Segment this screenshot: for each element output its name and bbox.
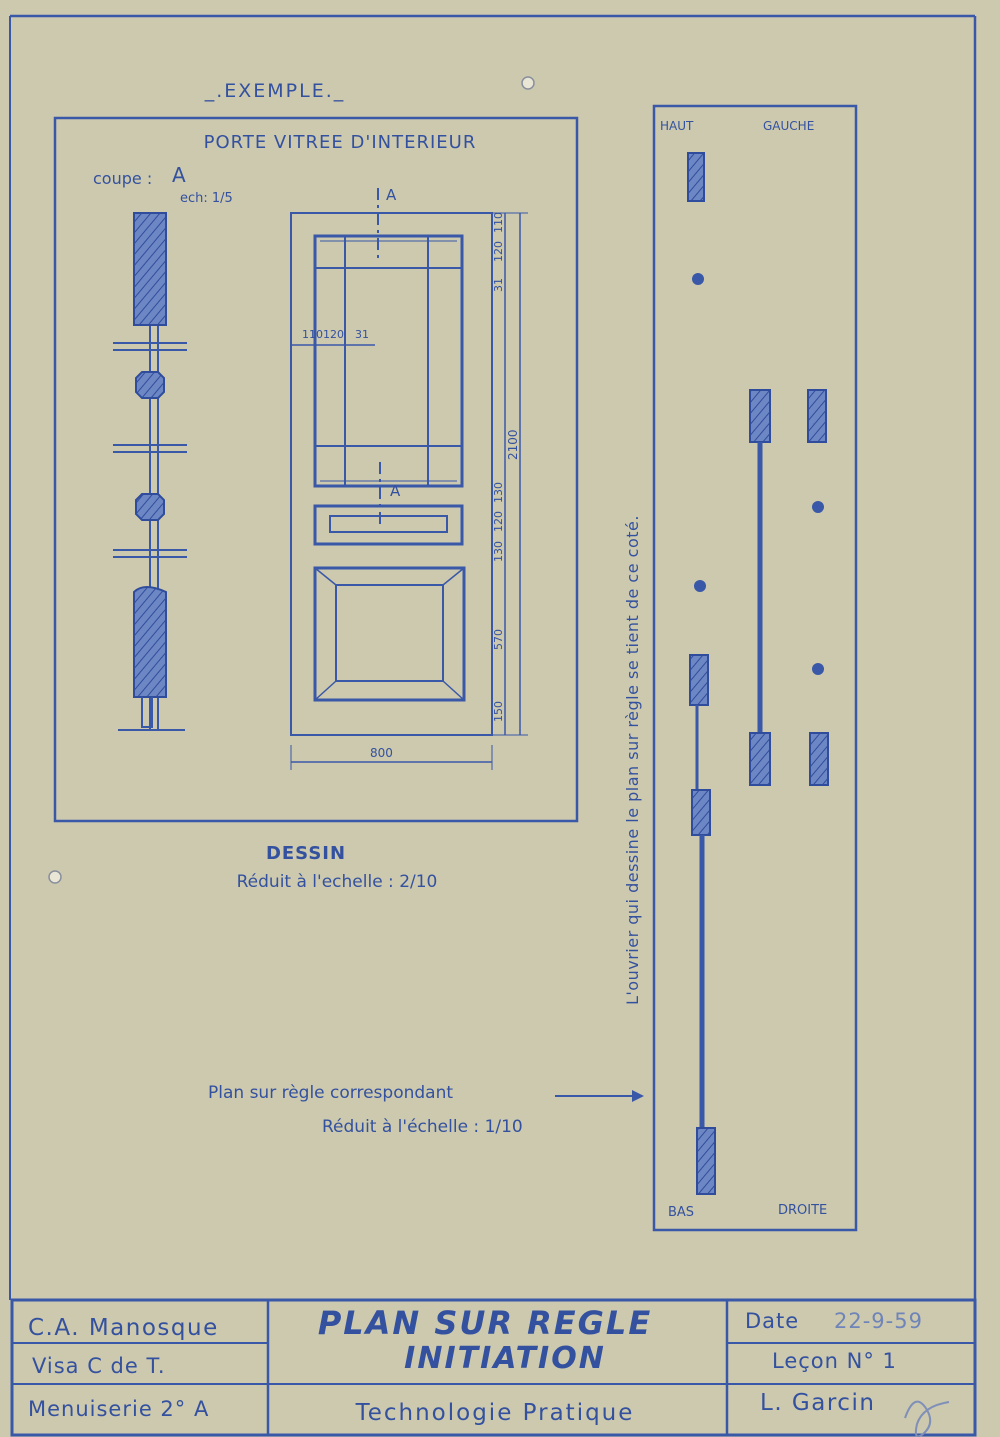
sheet-border bbox=[9, 14, 977, 1432]
dimension-column-right: 110 120 31 2100 130 120 130 570 150 bbox=[490, 212, 528, 736]
dim-v-150: 150 bbox=[492, 701, 505, 722]
visa-label: Visa C de T. bbox=[32, 1354, 166, 1378]
drawing-caption-scale: Réduit à l'echelle : 2/10 bbox=[237, 872, 438, 892]
dim-v-110: 110 bbox=[492, 212, 505, 233]
rule-plan: HAUT GAUCHE BAS DROITE bbox=[652, 104, 858, 1232]
dim-v-570: 570 bbox=[492, 629, 505, 650]
drawing-title: PORTE VITREE D'INTERIEUR bbox=[204, 132, 477, 153]
sheet-title-line1: PLAN SUR REGLE bbox=[318, 1304, 652, 1342]
punch-hole bbox=[521, 76, 535, 90]
dim-v-130b: 130 bbox=[492, 541, 505, 562]
rule-label-bottom-right: DROITE bbox=[778, 1203, 827, 1218]
section-label: coupe : bbox=[93, 169, 152, 188]
date-label: Date bbox=[745, 1309, 799, 1333]
door-elevation: A A bbox=[290, 186, 493, 736]
date-value: 22-9-59 bbox=[834, 1309, 923, 1333]
lesson-number: Leçon N° 1 bbox=[772, 1349, 897, 1373]
dim-v-130a: 130 bbox=[492, 482, 505, 503]
example-label: _.EXEMPLE._ bbox=[204, 80, 346, 102]
drawing-caption-title: DESSIN bbox=[266, 843, 346, 864]
dim-v-2100: 2100 bbox=[506, 429, 520, 460]
callout-line1: Plan sur règle correspondant bbox=[208, 1083, 453, 1103]
rule-side-note: L'ouvrier qui dessine le plan sur règle … bbox=[623, 515, 642, 1005]
dimension-width: 800 bbox=[290, 745, 493, 770]
section-cut-a bbox=[113, 212, 187, 731]
callout-line2: Réduit à l'échelle : 1/10 bbox=[322, 1117, 523, 1137]
dim-110: 110 bbox=[302, 328, 323, 341]
dim-v-120b: 120 bbox=[492, 511, 505, 532]
cut-marker-top: A bbox=[386, 186, 397, 204]
dim-800: 800 bbox=[370, 746, 393, 760]
dimension-row-top: 110 120 31 bbox=[291, 328, 375, 346]
rule-label-top-right: GAUCHE bbox=[763, 119, 814, 133]
rule-label-bottom-left: BAS bbox=[668, 1205, 694, 1220]
title-block: C.A. Manosque Visa C de T. Menuiserie 2°… bbox=[10, 1298, 977, 1437]
punch-hole bbox=[48, 870, 62, 884]
sheet-subtitle: Technologie Pratique bbox=[355, 1400, 635, 1426]
cut-marker-bottom: A bbox=[390, 482, 401, 500]
dim-v-31: 31 bbox=[492, 278, 505, 292]
signature-mark bbox=[904, 1400, 950, 1437]
section-scale: ech: 1/5 bbox=[180, 191, 233, 206]
course-name: Menuiserie 2° A bbox=[28, 1397, 209, 1421]
door-drawing: PORTE VITREE D'INTERIEUR coupe : A ech: … bbox=[53, 116, 579, 823]
dim-v-120: 120 bbox=[492, 241, 505, 262]
section-letter: A bbox=[172, 163, 186, 187]
school-name: C.A. Manosque bbox=[28, 1315, 219, 1341]
sheet-title-line2: INITIATION bbox=[404, 1341, 606, 1376]
rule-label-top-left: HAUT bbox=[660, 119, 694, 133]
dim-120: 120 bbox=[323, 328, 344, 341]
dim-31: 31 bbox=[355, 328, 369, 341]
author-name: L. Garcin bbox=[760, 1390, 875, 1416]
